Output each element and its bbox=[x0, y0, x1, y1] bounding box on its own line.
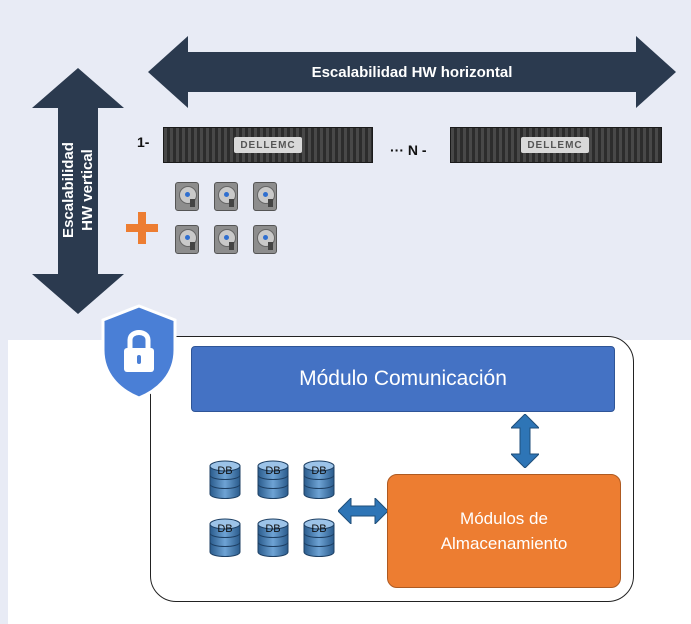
storage-module: Módulos de Almacenamiento bbox=[387, 474, 621, 588]
database-icon: DB bbox=[303, 460, 335, 499]
vertical-label-line2: HW vertical bbox=[79, 149, 96, 231]
database-icon: DB bbox=[209, 518, 241, 557]
vertical-scalability-arrow bbox=[32, 68, 124, 314]
database-label: DB bbox=[217, 523, 232, 535]
plus-icon bbox=[126, 212, 158, 244]
server-rack-first: DELLEMC bbox=[163, 127, 373, 163]
database-label: DB bbox=[311, 465, 326, 477]
server-brand-n: DELLEMC bbox=[521, 137, 589, 153]
vertical-label-line1: Escalabilidad bbox=[60, 142, 77, 238]
horizontal-scalability-arrow bbox=[148, 36, 676, 108]
database-label: DB bbox=[217, 465, 232, 477]
vertical-scalability-label: Escalabilidad HW vertical bbox=[45, 106, 111, 274]
database-icon: DB bbox=[303, 518, 335, 557]
horizontal-scalability-text: Escalabilidad HW horizontal bbox=[311, 63, 513, 81]
server-first-index: 1- bbox=[137, 134, 150, 150]
communication-module-label: Módulo Comunicación bbox=[299, 367, 507, 390]
horizontal-connector-arrow bbox=[338, 498, 388, 524]
vertical-connector-arrow bbox=[511, 414, 539, 468]
server-brand-first: DELLEMC bbox=[234, 137, 302, 153]
shield-lock-icon bbox=[101, 304, 177, 400]
hard-disk-icon bbox=[175, 182, 199, 211]
communication-module: Módulo Comunicación bbox=[191, 346, 615, 412]
hard-disk-icon bbox=[253, 182, 277, 211]
database-icon: DB bbox=[209, 460, 241, 499]
horizontal-scalability-label: Escalabilidad HW horizontal bbox=[148, 36, 676, 108]
server-rack-n: DELLEMC bbox=[450, 127, 662, 163]
database-icon: DB bbox=[257, 460, 289, 499]
database-label: DB bbox=[311, 523, 326, 535]
hard-disk-icon bbox=[214, 182, 238, 211]
database-label: DB bbox=[265, 523, 280, 535]
server-separator: ··· N - bbox=[390, 142, 427, 158]
storage-module-label-line1: Módulos de bbox=[460, 509, 548, 528]
database-label: DB bbox=[265, 465, 280, 477]
database-icon: DB bbox=[257, 518, 289, 557]
storage-module-label-line2: Almacenamiento bbox=[440, 534, 568, 553]
hard-disk-icon bbox=[214, 225, 238, 254]
hard-disk-icon bbox=[175, 225, 199, 254]
hard-disk-icon bbox=[253, 225, 277, 254]
